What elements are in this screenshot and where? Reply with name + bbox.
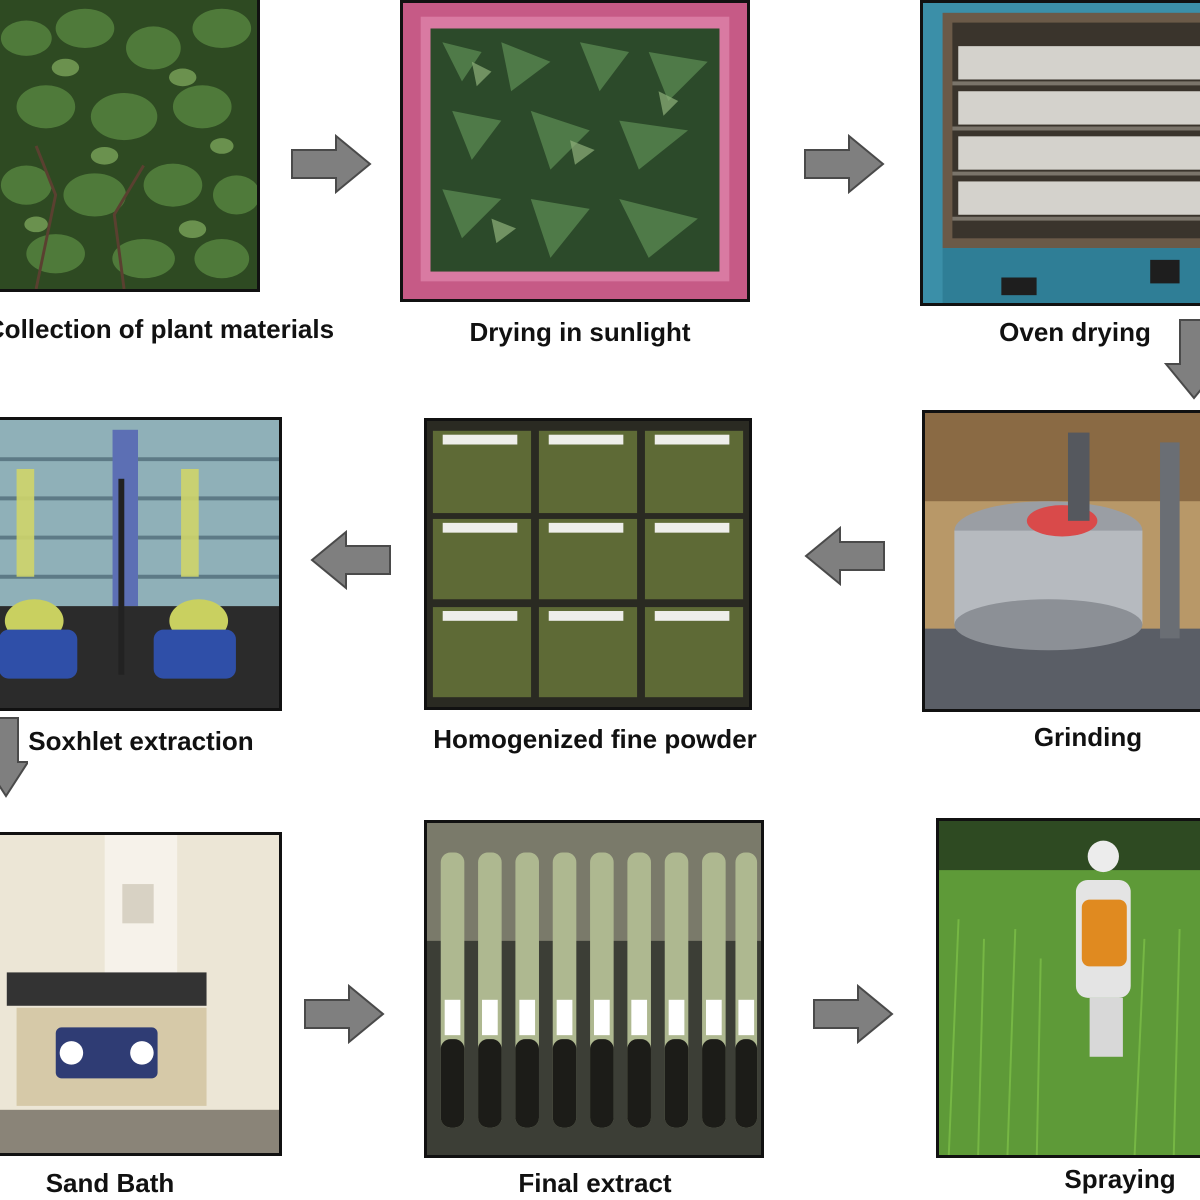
caption-soxhlet: Soxhlet extraction — [28, 726, 254, 756]
caption-collection: Collection of plant materials — [0, 314, 335, 344]
caption-sand-bath: Sand Bath — [45, 1168, 175, 1198]
arrow-down-1 — [1164, 318, 1200, 400]
photo-plant-collection — [0, 0, 260, 292]
arrow-right-3 — [303, 984, 385, 1044]
caption-homogenized: Homogenized fine powder — [433, 724, 757, 754]
arrow-left-1 — [310, 530, 392, 590]
photo-soxhlet-extraction — [0, 417, 282, 711]
photo-oven-drying — [920, 0, 1200, 306]
arrow-down-2 — [0, 716, 28, 798]
caption-final-extract: Final extract — [518, 1168, 672, 1198]
arrow-right-4 — [812, 984, 894, 1044]
caption-drying-sunlight: Drying in sunlight — [469, 317, 691, 347]
photo-homogenized-powder — [424, 418, 752, 710]
caption-spraying: Spraying — [1064, 1164, 1176, 1194]
photo-grinding — [922, 410, 1200, 712]
photo-sand-bath — [0, 832, 282, 1156]
arrow-left-2 — [804, 526, 886, 586]
photo-spraying — [936, 818, 1200, 1158]
caption-grinding: Grinding — [1033, 722, 1143, 752]
arrow-right-2 — [803, 134, 885, 194]
caption-oven-drying: Oven drying — [999, 317, 1151, 347]
photo-final-extract — [424, 820, 764, 1158]
arrow-right-1 — [290, 134, 372, 194]
photo-drying-sunlight — [400, 0, 750, 302]
